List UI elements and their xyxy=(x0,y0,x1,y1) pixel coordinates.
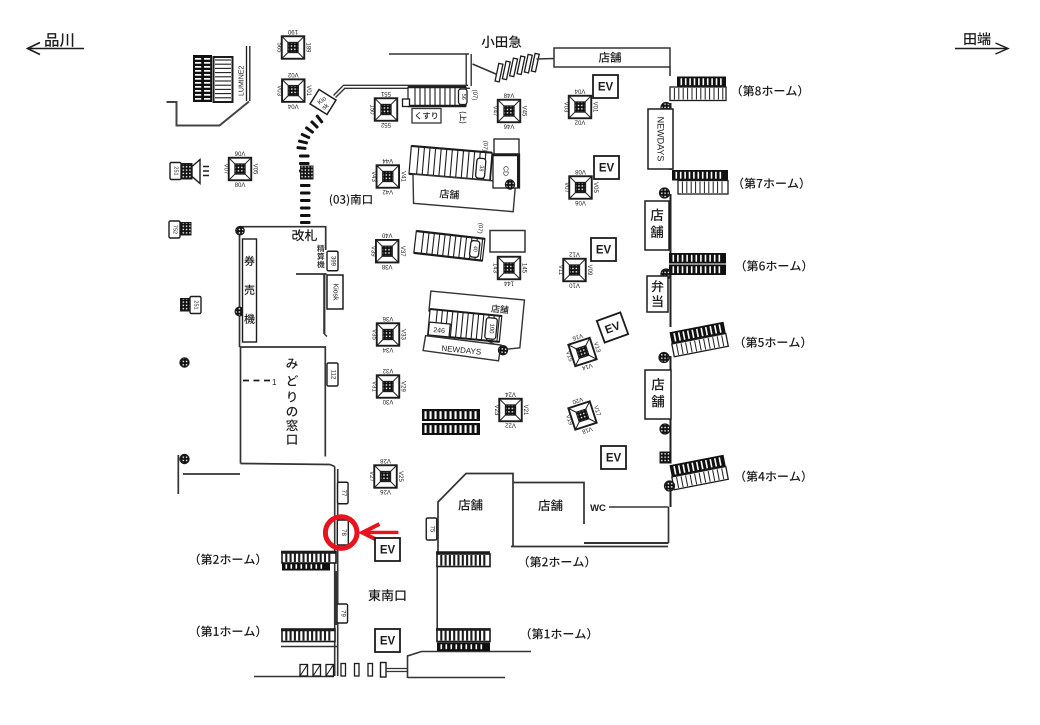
svg-text:V41: V41 xyxy=(399,171,405,182)
svg-text:V34: V34 xyxy=(382,346,393,352)
svg-text:NEWDAYS: NEWDAYS xyxy=(441,344,482,357)
svg-text:V33: V33 xyxy=(400,329,406,340)
svg-text:V09: V09 xyxy=(586,265,592,276)
svg-text:V01: V01 xyxy=(305,85,311,96)
svg-text:190: 190 xyxy=(287,28,298,34)
svg-text:V15: V15 xyxy=(564,351,573,364)
svg-text:V46: V46 xyxy=(503,123,514,129)
svg-text:1: 1 xyxy=(272,378,277,387)
svg-text:150: 150 xyxy=(368,104,374,115)
svg-text:WC: WC xyxy=(590,503,606,514)
svg-text:V36: V36 xyxy=(382,315,393,321)
svg-text:752: 752 xyxy=(172,225,178,234)
svg-text:V21: V21 xyxy=(522,405,528,416)
svg-text:112: 112 xyxy=(330,370,336,380)
svg-text:75: 75 xyxy=(429,526,435,533)
svg-text:552: 552 xyxy=(380,121,391,127)
svg-text:399: 399 xyxy=(330,256,336,267)
svg-text:V19: V19 xyxy=(564,414,573,427)
svg-text:EV: EV xyxy=(380,636,396,648)
svg-text:EV: EV xyxy=(599,163,615,175)
svg-text:V30: V30 xyxy=(382,398,393,404)
svg-text:V32: V32 xyxy=(382,367,393,373)
svg-text:EV: EV xyxy=(606,453,622,465)
svg-text:V39: V39 xyxy=(370,246,376,257)
svg-text:NEWDAYS: NEWDAYS xyxy=(656,117,666,162)
svg-text:38: 38 xyxy=(477,165,483,172)
svg-text:V42: V42 xyxy=(382,188,393,194)
svg-text:EV: EV xyxy=(598,82,614,94)
svg-text:V23: V23 xyxy=(493,405,499,416)
svg-text:V02: V02 xyxy=(287,71,298,77)
svg-text:Kiosk: Kiosk xyxy=(332,283,339,301)
svg-text:V08: V08 xyxy=(234,181,245,187)
svg-text:V08: V08 xyxy=(575,168,586,174)
svg-text:251: 251 xyxy=(193,300,199,309)
svg-text:V24: V24 xyxy=(505,391,516,397)
svg-text:189: 189 xyxy=(305,42,311,53)
svg-text:(07): (07) xyxy=(471,90,477,101)
svg-text:79: 79 xyxy=(339,610,345,617)
svg-text:78: 78 xyxy=(340,529,346,536)
svg-text:145: 145 xyxy=(521,263,527,274)
svg-text:144: 144 xyxy=(503,280,514,286)
svg-text:V29: V29 xyxy=(400,381,406,392)
svg-text:56: 56 xyxy=(460,94,466,100)
svg-text:V07: V07 xyxy=(563,182,569,193)
svg-text:V18: V18 xyxy=(580,425,593,434)
svg-text:V37: V37 xyxy=(399,246,405,257)
svg-text:V14: V14 xyxy=(580,361,593,370)
svg-text:LUMINE2: LUMINE2 xyxy=(239,66,246,96)
svg-text:V44: V44 xyxy=(382,157,393,163)
svg-text:551: 551 xyxy=(380,90,391,96)
svg-text:V20: V20 xyxy=(571,395,584,404)
svg-text:Kio: Kio xyxy=(316,95,328,106)
svg-text:V01: V01 xyxy=(592,102,598,113)
svg-text:V13: V13 xyxy=(592,341,601,354)
svg-text:V04: V04 xyxy=(574,88,585,94)
svg-text:V06: V06 xyxy=(575,199,586,205)
svg-text:EV: EV xyxy=(596,245,612,257)
svg-text:(07): (07) xyxy=(481,140,488,151)
svg-text:40: 40 xyxy=(471,245,478,252)
svg-text:V48: V48 xyxy=(503,92,514,98)
svg-text:V04: V04 xyxy=(287,102,298,108)
svg-text:V02: V02 xyxy=(574,119,585,125)
svg-text:V17: V17 xyxy=(592,405,601,418)
svg-text:V43: V43 xyxy=(370,171,376,182)
svg-text:CD: CD xyxy=(502,166,509,176)
svg-text:V45: V45 xyxy=(521,106,527,117)
svg-text:V05: V05 xyxy=(592,182,598,193)
svg-text:V06: V06 xyxy=(234,150,245,156)
svg-text:V03: V03 xyxy=(562,102,568,113)
svg-text:V05: V05 xyxy=(252,164,258,175)
svg-text:V25: V25 xyxy=(397,471,403,482)
svg-text:143: 143 xyxy=(491,263,497,274)
svg-text:251: 251 xyxy=(173,166,179,175)
svg-text:V31: V31 xyxy=(370,381,376,392)
svg-text:100: 100 xyxy=(488,323,495,334)
svg-text:V26: V26 xyxy=(380,488,391,494)
svg-text:V27: V27 xyxy=(368,471,374,482)
svg-text:V22: V22 xyxy=(505,422,516,428)
svg-text:565: 565 xyxy=(275,42,281,53)
svg-text:V40: V40 xyxy=(381,232,392,238)
svg-text:V10: V10 xyxy=(569,282,580,288)
svg-text:V03: V03 xyxy=(276,85,282,96)
svg-text:V16: V16 xyxy=(571,332,584,341)
svg-text:V38: V38 xyxy=(381,263,392,269)
svg-text:77: 77 xyxy=(340,490,346,497)
svg-text:EV: EV xyxy=(380,545,396,557)
svg-text:V11: V11 xyxy=(557,265,563,276)
svg-text:V35: V35 xyxy=(370,329,376,340)
svg-text:V28: V28 xyxy=(380,457,391,463)
svg-text:V12: V12 xyxy=(569,251,580,257)
svg-text:EV: EV xyxy=(604,320,623,337)
svg-text:V07: V07 xyxy=(222,164,228,175)
svg-text:(07): (07) xyxy=(476,223,483,234)
svg-text:sk: sk xyxy=(321,102,331,112)
svg-text:246: 246 xyxy=(433,327,445,335)
svg-text:V47: V47 xyxy=(491,106,497,117)
